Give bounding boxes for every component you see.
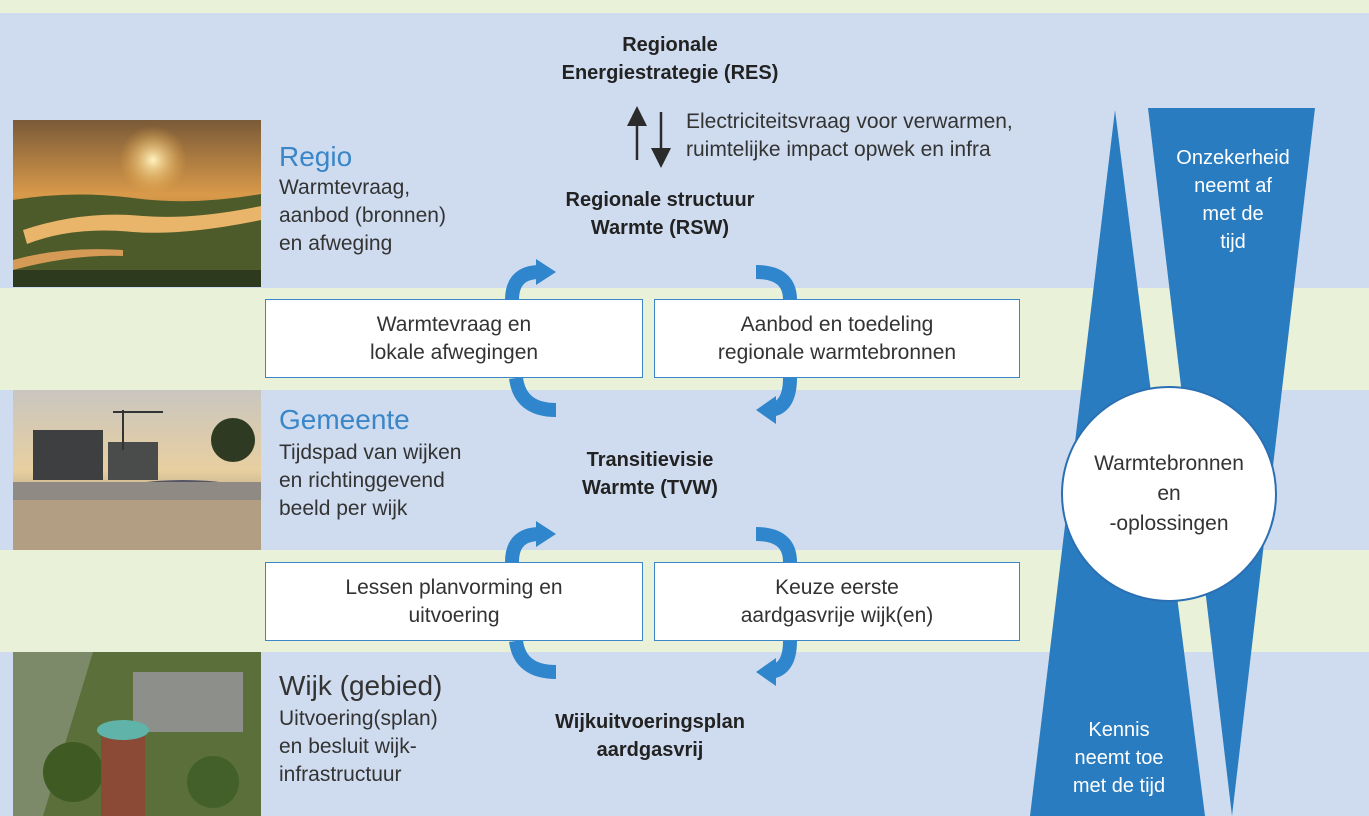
regio-description: Warmtevraag, aanbod (bronnen) en afwegin… xyxy=(279,176,446,255)
warmtebronnen-circle: Warmtebronnen en -oplossingen xyxy=(1061,386,1277,602)
wijk-description: Uitvoering(splan) en besluit wijk- infra… xyxy=(279,707,438,786)
res-link-note: Electriciteitsvraag voor verwarmen, ruim… xyxy=(686,110,1013,161)
gemeente-title: Gemeente xyxy=(279,404,410,435)
tvw-node: Transitievisie Warmte (TVW) xyxy=(582,449,718,499)
cycle-arrow-upper-right-top xyxy=(755,265,797,301)
cycle-arrow-lower-left-bottom xyxy=(509,639,557,679)
regio-photo xyxy=(13,120,261,287)
wup-node: Wijkuitvoeringsplan aardgasvrij xyxy=(555,711,745,761)
flow-box-lower-right: Keuze eerste aardgasvrije wijk(en) xyxy=(654,562,1020,641)
cycle-arrow-lower-left-top xyxy=(505,527,541,563)
flow-box-upper-left: Warmtevraag en lokale afwegingen xyxy=(265,299,643,378)
cycle-arrow-upper-left-top xyxy=(505,265,541,301)
gemeente-photo xyxy=(13,390,261,550)
knowledge-label: Kennis neemt toe met de tijd xyxy=(1072,719,1166,797)
gemeente-description: Tijdspad van wijken en richtinggevend be… xyxy=(279,441,462,520)
cycle-arrow-lower-right-top xyxy=(755,527,797,563)
rsw-node: Regionale structuur Warmte (RSW) xyxy=(565,189,755,239)
regio-title: Regio xyxy=(279,141,353,172)
wijk-title: Wijk (gebied) xyxy=(279,670,443,701)
flow-box-lower-left: Lessen planvorming en uitvoering xyxy=(265,562,643,641)
wijk-photo xyxy=(13,652,261,816)
cycle-arrow-upper-left-bottom xyxy=(509,376,557,417)
uncertainty-label: Onzekerheid neemt af met de tijd xyxy=(1176,147,1290,253)
flow-box-upper-right: Aanbod en toedeling regionale warmtebron… xyxy=(654,299,1020,378)
res-node: Regionale Energiestrategie (RES) xyxy=(561,34,779,84)
